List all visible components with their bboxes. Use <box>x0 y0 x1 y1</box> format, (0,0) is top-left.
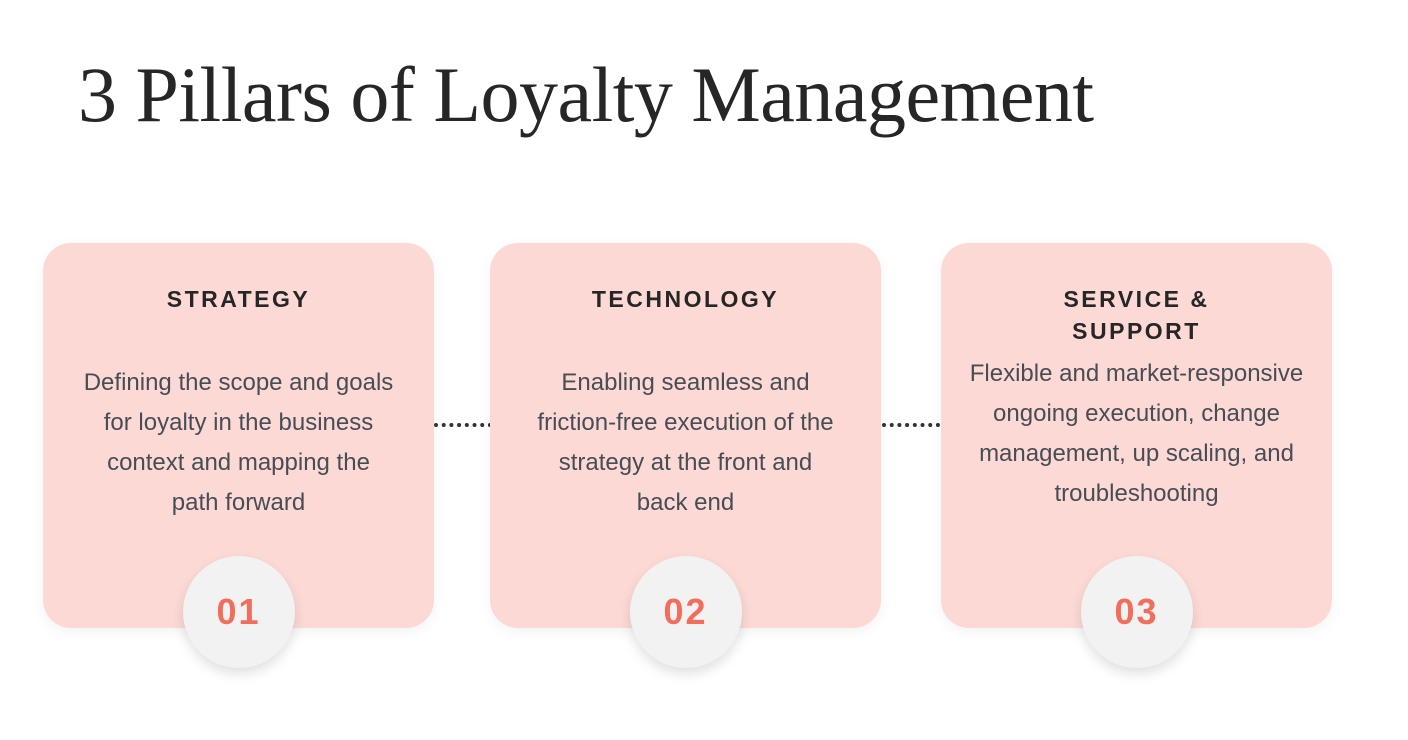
pillar-description: Enabling seamless and friction-free exec… <box>537 369 834 516</box>
pillar-card-strategy: STRATEGY Defining the scope and goals fo… <box>43 243 434 668</box>
pillar-card-service-support: SERVICE & SUPPORT Flexible and market-re… <box>941 243 1332 668</box>
pillar-heading: SERVICE & SUPPORT <box>1063 286 1210 344</box>
pillar-number-badge: 02 <box>629 556 742 668</box>
connector-dots <box>434 423 492 431</box>
pillar-number-badge: 03 <box>1080 556 1193 668</box>
page-title: 3 Pillars of Loyalty Management <box>78 51 1094 138</box>
pillar-heading: TECHNOLOGY <box>591 286 780 312</box>
pillar-number-badge: 01 <box>182 556 295 668</box>
pillar-description: Flexible and market-responsive ongoing e… <box>969 360 1304 507</box>
connector-dots <box>882 423 940 431</box>
pillar-heading: STRATEGY <box>166 286 311 312</box>
pillar-description: Defining the scope and goals for loyalty… <box>83 369 394 516</box>
pillar-card-technology: TECHNOLOGY Enabling seamless and frictio… <box>490 243 881 668</box>
